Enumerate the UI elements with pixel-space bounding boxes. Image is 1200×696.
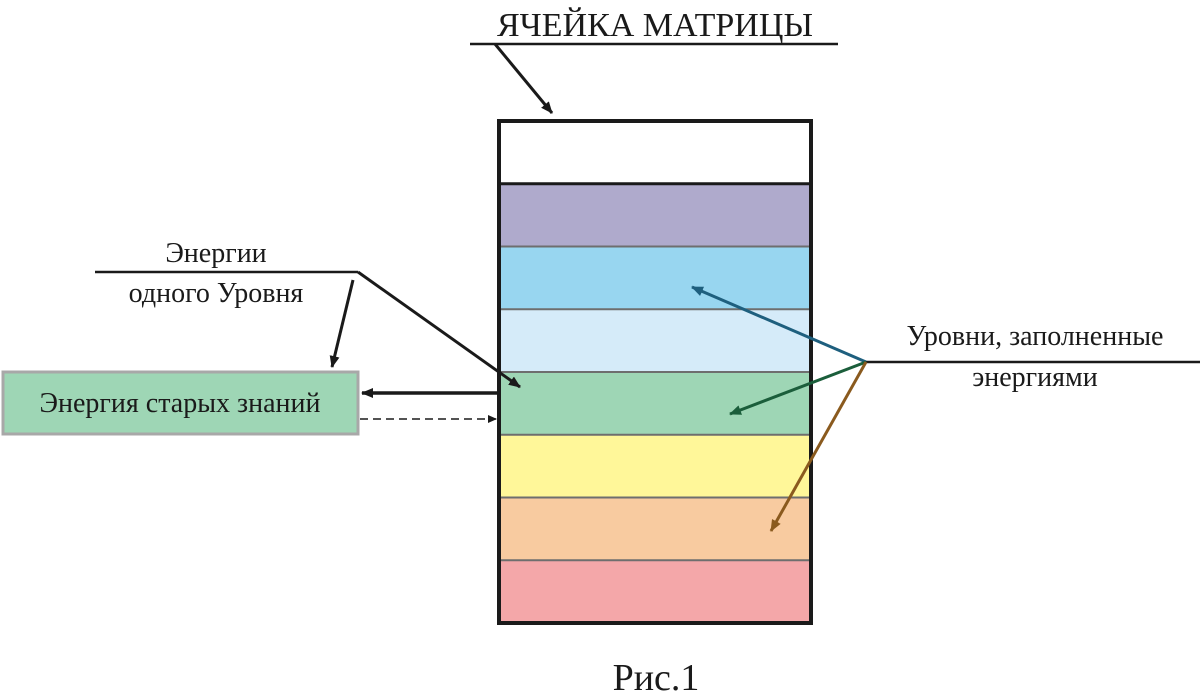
band-yellow	[499, 434, 811, 498]
diagram-title: ЯЧЕЙКА МАТРИЦЫ	[497, 7, 813, 44]
band-green	[499, 372, 811, 435]
band-white	[499, 121, 811, 184]
arrow-right-to-green-band	[729, 360, 867, 416]
band-red	[499, 560, 811, 623]
band-violet	[499, 183, 811, 247]
right-label-line1: Уровни, заполненные	[907, 321, 1164, 352]
old-knowledge-label: Энергия старых знаний	[40, 388, 321, 419]
figure-caption: Рис.1	[613, 657, 700, 696]
left-label-arrow-to-green-band	[357, 270, 521, 389]
matrix-cell-bands	[499, 121, 811, 623]
band-blue	[499, 246, 811, 310]
arrow-right-to-orange-band	[769, 361, 868, 532]
band-light-blue	[499, 309, 811, 372]
left-label-arrow-to-old-knowledge	[329, 279, 355, 368]
band-orange	[499, 497, 811, 561]
left-label-line1: Энергии	[165, 238, 266, 269]
arrow-right-to-blue-band	[691, 285, 867, 364]
old-knowledge-box	[1, 370, 360, 436]
title-pointer-arrow	[493, 43, 554, 114]
right-label-line2: энергиями	[972, 362, 1097, 393]
left-label-line2: одного Уровня	[129, 278, 304, 309]
